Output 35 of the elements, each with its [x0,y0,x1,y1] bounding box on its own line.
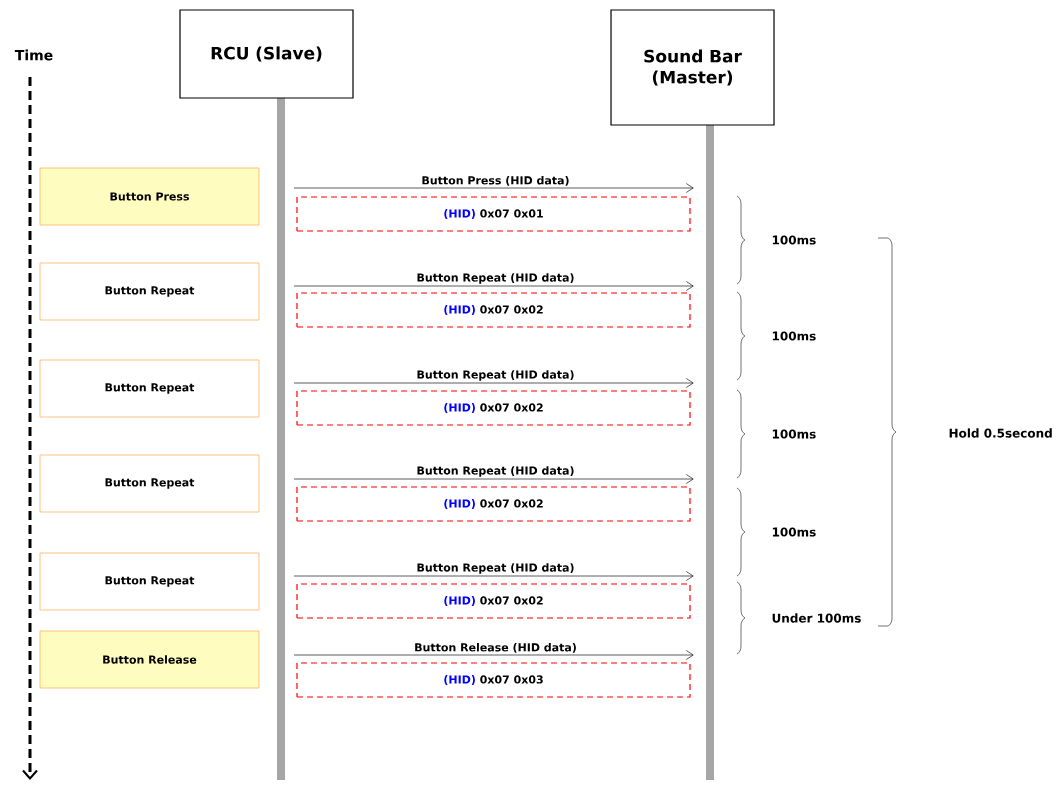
participant-box: RCU (Slave) [179,9,354,99]
duration-label: Under 100ms [772,613,861,623]
packet-box: (HID) 0x07 0x01 [296,196,691,232]
edge-label: Button Press (HID data) [422,176,569,186]
message-arrow [293,571,694,581]
duration-label: 100ms [772,527,816,537]
edge-label: Button Release (HID data) [415,643,576,653]
packet-box: (HID) 0x07 0x02 [296,486,691,522]
edge-label: Button Repeat (HID data) [417,273,574,284]
message-arrow [293,281,694,291]
message-arrow [293,650,694,660]
packet-box: (HID) 0x07 0x02 [296,583,691,619]
lifeline-bar [706,125,714,780]
event-box: Button Repeat [39,552,260,611]
event-box: Button Release [39,630,260,689]
event-box: Button Repeat [39,454,260,513]
packet-box: (HID) 0x07 0x03 [296,662,691,698]
edge-label: Button Repeat (HID data) [417,370,574,381]
packet-box: (HID) 0x07 0x02 [296,292,691,328]
event-box: Button Press [39,167,260,226]
message-arrow [293,183,694,193]
packet-box: (HID) 0x07 0x02 [296,390,691,426]
event-box: Button Repeat [39,359,260,418]
edge-label: Button Repeat (HID data) [417,563,574,574]
participant-box: Sound Bar (Master) [610,9,775,126]
event-box: Button Repeat [39,262,260,321]
duration-label: 100ms [772,429,816,439]
duration-label: 100ms [772,331,816,341]
message-arrow [293,474,694,484]
duration-label: Hold 0.5second [949,428,1052,438]
message-arrow [293,378,694,388]
duration-label: 100ms [772,235,816,245]
axis-label: Time [14,49,53,61]
edge-label: Button Repeat (HID data) [417,466,574,477]
lifeline-bar [277,98,285,780]
